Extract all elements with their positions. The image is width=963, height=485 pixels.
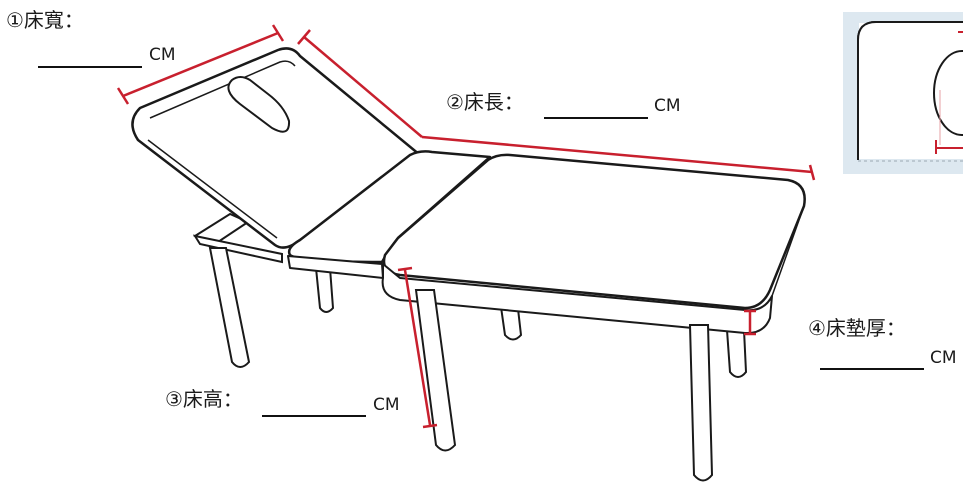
height-label: ③床高： [165, 387, 243, 411]
dimension-lines [116, 24, 816, 429]
headrest-section [131, 47, 422, 249]
inset-detail-panel [843, 12, 963, 174]
height-unit: CM [373, 395, 400, 415]
middle-cushion [287, 150, 492, 279]
length-blank-line [544, 117, 648, 119]
height-dimension [403, 269, 432, 426]
thickness-unit: CM [930, 348, 957, 368]
width-label: ①床寬： [6, 8, 84, 32]
height-blank-line [262, 415, 366, 417]
width-blank-line [38, 66, 142, 68]
front-legs [208, 247, 714, 482]
width-dimension [122, 31, 279, 98]
length-label: ②床長： [446, 90, 524, 114]
thickness-blank-line [820, 368, 924, 370]
thickness-label: ④床墊厚： [808, 316, 906, 340]
width-unit: CM [149, 45, 176, 65]
length-unit: CM [654, 96, 681, 116]
main-bed-section [381, 153, 806, 335]
length-dimension [303, 36, 423, 138]
